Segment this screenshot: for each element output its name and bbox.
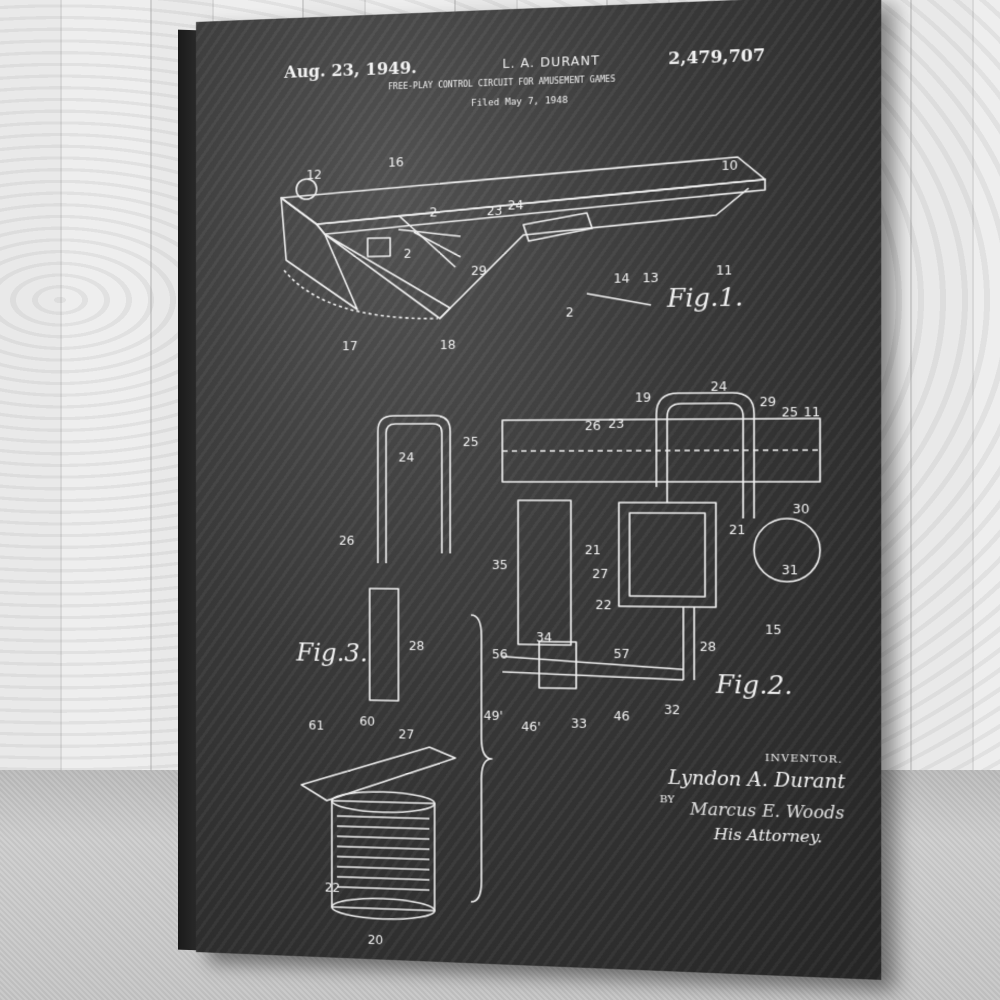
ref-num: 25 xyxy=(463,435,479,449)
by-label: BY xyxy=(659,793,675,806)
ref-num: 22 xyxy=(325,880,341,895)
ref-num: 34 xyxy=(536,630,552,645)
ref-num: 60 xyxy=(359,714,375,729)
ref-num: 13 xyxy=(642,271,658,286)
attorney-label: His Attorney. xyxy=(713,824,823,847)
ref-num: 23 xyxy=(487,204,503,219)
ref-num: 20 xyxy=(368,933,384,948)
ref-num: 26 xyxy=(339,534,355,548)
ref-num: 25 xyxy=(781,405,798,420)
fig3-label: Fig.3. xyxy=(296,638,368,668)
ref-num: 2 xyxy=(404,247,412,261)
ref-num: 24 xyxy=(508,198,524,213)
ref-num: 11 xyxy=(804,405,821,420)
ref-num: 22 xyxy=(595,598,611,613)
ref-num: 16 xyxy=(388,155,404,170)
ref-num: 2 xyxy=(429,205,437,220)
fig2-drawing xyxy=(502,392,820,693)
ref-num: 12 xyxy=(306,167,322,182)
fig2-label: Fig.2. xyxy=(715,669,793,701)
ref-num: 21 xyxy=(729,523,746,538)
ref-num: 35 xyxy=(492,558,508,573)
ref-num: 21 xyxy=(585,543,601,558)
inventor-label: INVENTOR. xyxy=(765,752,843,766)
ref-num: 23 xyxy=(608,416,624,431)
ref-num: 29 xyxy=(760,395,777,410)
ref-num: 11 xyxy=(716,263,733,278)
ref-num: 46' xyxy=(521,719,541,734)
ref-num: 56 xyxy=(492,647,508,662)
ref-num: 15 xyxy=(765,622,782,637)
ref-num: 46 xyxy=(614,709,630,724)
ref-num: 14 xyxy=(614,271,630,286)
ref-num: 30 xyxy=(792,502,809,517)
ref-num: 2 xyxy=(566,305,574,320)
fig3-drawing xyxy=(301,415,491,923)
ref-num: 24 xyxy=(398,450,414,464)
ref-num: 49' xyxy=(484,708,503,723)
ref-num: 27 xyxy=(592,567,608,582)
ref-num: 17 xyxy=(342,339,358,353)
inventor-signature: Lyndon A. Durant xyxy=(668,767,846,794)
ref-num: 18 xyxy=(440,338,456,353)
patent-canvas-print: Aug. 23, 1949. L. A. DURANT 2,479,707 FR… xyxy=(196,0,882,980)
fig1-label: Fig.1. xyxy=(667,282,744,314)
ref-num: 33 xyxy=(571,716,587,731)
ref-num: 31 xyxy=(781,563,798,578)
ref-num: 28 xyxy=(700,639,717,654)
ref-num: 24 xyxy=(710,379,727,394)
ref-num: 27 xyxy=(398,727,414,742)
ref-num: 61 xyxy=(308,718,324,733)
patent-drawing: 12 16 2 23 24 10 2 29 14 13 11 2 17 18 1… xyxy=(196,155,881,948)
ref-num: 10 xyxy=(721,158,738,173)
ref-num: 29 xyxy=(471,263,487,278)
ref-num: 28 xyxy=(409,639,425,654)
ref-num: 57 xyxy=(614,647,630,662)
ref-num: 32 xyxy=(664,702,680,717)
ref-num: 26 xyxy=(585,419,601,434)
ref-num: 19 xyxy=(635,390,651,405)
